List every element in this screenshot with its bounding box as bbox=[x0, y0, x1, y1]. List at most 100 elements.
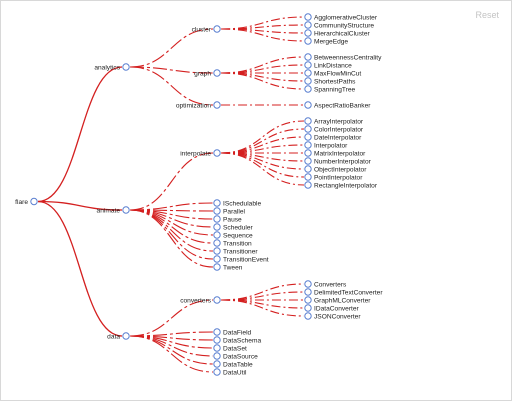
node-i-schedulable[interactable]: ISchedulable bbox=[213, 199, 262, 208]
node-number-interpolator[interactable]: NumberInterpolator bbox=[304, 157, 372, 166]
node-circle[interactable] bbox=[213, 149, 221, 157]
node-circle[interactable] bbox=[304, 304, 312, 312]
node-circle[interactable] bbox=[304, 173, 312, 181]
node-circle[interactable] bbox=[213, 223, 221, 231]
node-date-interpolator[interactable]: DateInterpolator bbox=[304, 133, 362, 142]
node-circle[interactable] bbox=[304, 101, 312, 109]
node-circle[interactable] bbox=[304, 85, 312, 93]
node-data-source[interactable]: DataSource bbox=[213, 352, 258, 361]
node-array-interpolator[interactable]: ArrayInterpolator bbox=[304, 117, 364, 126]
node-circle[interactable] bbox=[122, 63, 130, 71]
node-circle[interactable] bbox=[213, 25, 221, 33]
node-spanning-tree[interactable]: SpanningTree bbox=[304, 85, 356, 94]
link-graph-spanning-tree bbox=[220, 72, 305, 90]
node-circle[interactable] bbox=[213, 296, 221, 304]
node-circle[interactable] bbox=[304, 280, 312, 288]
node-hierarchical-cluster[interactable]: HierarchicalCluster bbox=[304, 29, 371, 38]
node-circle[interactable] bbox=[304, 149, 312, 157]
node-circle[interactable] bbox=[304, 13, 312, 21]
node-circle[interactable] bbox=[304, 21, 312, 29]
node-parallel[interactable]: Parallel bbox=[213, 207, 246, 216]
node-circle[interactable] bbox=[304, 296, 312, 304]
node-circle[interactable] bbox=[304, 312, 312, 320]
node-color-interpolator[interactable]: ColorInterpolator bbox=[304, 125, 364, 134]
node-scheduler[interactable]: Scheduler bbox=[213, 223, 254, 232]
node-circle[interactable] bbox=[122, 332, 130, 340]
node-circle[interactable] bbox=[304, 117, 312, 125]
node-circle[interactable] bbox=[304, 61, 312, 69]
node-label: DataSet bbox=[223, 345, 247, 352]
node-circle[interactable] bbox=[304, 288, 312, 296]
node-betweenness-centrality[interactable]: BetweennessCentrality bbox=[304, 53, 382, 62]
node-circle[interactable] bbox=[304, 141, 312, 149]
node-circle[interactable] bbox=[30, 197, 38, 206]
node-merge-edge[interactable]: MergeEdge bbox=[304, 37, 349, 46]
node-circle[interactable] bbox=[122, 206, 130, 214]
node-point-interpolator[interactable]: PointInterpolator bbox=[304, 173, 363, 182]
node-circle[interactable] bbox=[213, 199, 221, 207]
node-circle[interactable] bbox=[304, 133, 312, 141]
node-circle[interactable] bbox=[213, 336, 221, 344]
node-optimization[interactable]: optimization bbox=[176, 101, 221, 110]
node-data[interactable]: data bbox=[107, 332, 130, 341]
node-max-flow-min-cut[interactable]: MaxFlowMinCut bbox=[304, 69, 362, 78]
node-pause[interactable]: Pause bbox=[213, 215, 242, 224]
node-flare[interactable]: flare bbox=[15, 197, 38, 206]
node-circle[interactable] bbox=[213, 247, 221, 255]
node-data-set[interactable]: DataSet bbox=[213, 344, 247, 353]
node-interpolate[interactable]: interpolate bbox=[180, 149, 221, 158]
node-aspect-ratio-banker[interactable]: AspectRatioBanker bbox=[304, 101, 371, 110]
node-converters[interactable]: converters bbox=[180, 296, 221, 305]
node-data-schema[interactable]: DataSchema bbox=[213, 336, 262, 345]
node-json-converter[interactable]: JSONConverter bbox=[304, 312, 362, 321]
node-community-structure[interactable]: CommunityStructure bbox=[304, 21, 375, 30]
node-circle[interactable] bbox=[213, 368, 221, 376]
node-converters[interactable]: Converters bbox=[304, 280, 347, 289]
node-circle[interactable] bbox=[213, 239, 221, 247]
node-analytics[interactable]: analytics bbox=[94, 63, 130, 72]
node-agglomerative-cluster[interactable]: AgglomerativeCluster bbox=[304, 13, 378, 21]
node-circle[interactable] bbox=[213, 101, 221, 109]
node-i-data-converter[interactable]: IDataConverter bbox=[304, 304, 360, 313]
node-circle[interactable] bbox=[213, 255, 221, 263]
node-graph-ml-converter[interactable]: GraphMLConverter bbox=[304, 296, 371, 305]
node-circle[interactable] bbox=[304, 69, 312, 77]
node-link-distance[interactable]: LinkDistance bbox=[304, 61, 352, 70]
node-animate[interactable]: animate bbox=[97, 206, 130, 215]
node-data-field[interactable]: DataField bbox=[213, 328, 252, 337]
node-graph[interactable]: graph bbox=[194, 69, 221, 78]
node-transition[interactable]: Transition bbox=[213, 239, 252, 248]
node-circle[interactable] bbox=[304, 29, 312, 37]
node-circle[interactable] bbox=[213, 360, 221, 368]
node-matrix-interpolator[interactable]: MatrixInterpolator bbox=[304, 149, 366, 158]
node-tween[interactable]: Tween bbox=[213, 263, 243, 272]
node-circle[interactable] bbox=[304, 37, 312, 45]
link-data-data-util bbox=[129, 335, 214, 373]
node-circle[interactable] bbox=[213, 352, 221, 360]
node-circle[interactable] bbox=[213, 328, 221, 336]
node-delimited-text-converter[interactable]: DelimitedTextConverter bbox=[304, 288, 384, 297]
node-transitioner[interactable]: Transitioner bbox=[213, 247, 259, 256]
node-object-interpolator[interactable]: ObjectInterpolator bbox=[304, 165, 367, 174]
node-rectangle-interpolator[interactable]: RectangleInterpolator bbox=[304, 181, 378, 190]
node-circle[interactable] bbox=[304, 125, 312, 133]
node-data-table[interactable]: DataTable bbox=[213, 360, 253, 369]
node-transition-event[interactable]: TransitionEvent bbox=[213, 255, 269, 263]
node-sequence[interactable]: Sequence bbox=[213, 231, 253, 240]
reset-button[interactable]: Reset bbox=[475, 10, 499, 20]
node-circle[interactable] bbox=[213, 231, 221, 239]
node-shortest-paths[interactable]: ShortestPaths bbox=[304, 77, 356, 86]
node-circle[interactable] bbox=[213, 344, 221, 352]
node-interpolator[interactable]: Interpolator bbox=[304, 141, 348, 150]
node-circle[interactable] bbox=[304, 181, 312, 189]
node-circle[interactable] bbox=[213, 215, 221, 223]
node-circle[interactable] bbox=[213, 69, 221, 77]
node-circle[interactable] bbox=[304, 165, 312, 173]
node-circle[interactable] bbox=[304, 77, 312, 85]
node-circle[interactable] bbox=[304, 53, 312, 61]
node-data-util[interactable]: DataUtil bbox=[213, 368, 247, 377]
node-circle[interactable] bbox=[304, 157, 312, 165]
node-circle[interactable] bbox=[213, 263, 221, 271]
node-cluster[interactable]: cluster bbox=[192, 25, 221, 34]
node-circle[interactable] bbox=[213, 207, 221, 215]
